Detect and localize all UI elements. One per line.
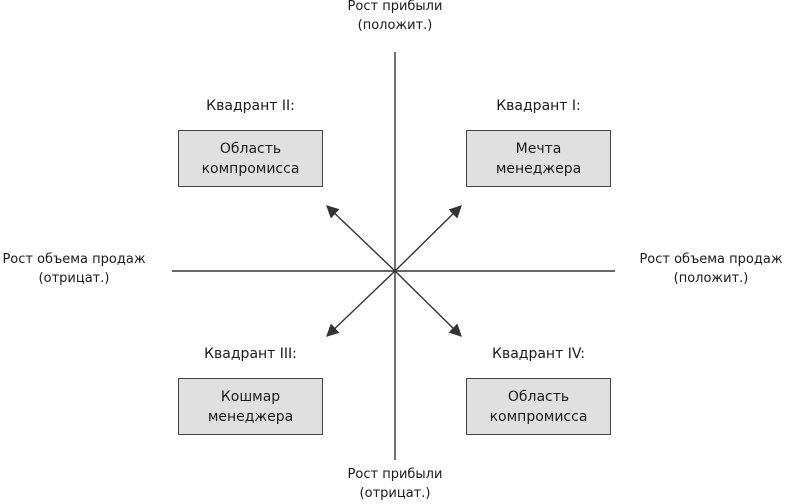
quadrant-4-title: Квадрант IV: xyxy=(492,346,585,362)
quadrant-2-title: Квадрант II: xyxy=(206,98,295,114)
quadrant-1-title: Квадрант I: xyxy=(496,98,581,114)
quadrant-4-box: Область компромисса xyxy=(466,378,611,435)
quadrant-3-title: Квадрант III: xyxy=(204,346,297,362)
arrow-q2 xyxy=(326,205,396,272)
arrow-q4 xyxy=(394,270,462,337)
arrow-q3 xyxy=(326,270,396,337)
arrow-q1 xyxy=(394,205,462,272)
axis-label-top: Рост прибыли (положит.) xyxy=(347,0,443,33)
quadrant-3-box: Кошмар менеджера xyxy=(178,378,323,435)
axis-label-right: Рост объема продаж (положит.) xyxy=(639,252,783,286)
axis-label-bottom: Рост прибыли (отрицат.) xyxy=(347,467,443,501)
axis-label-left: Рост объема продаж (отрицат.) xyxy=(2,252,146,286)
quadrant-1-box: Мечта менеджера xyxy=(466,130,611,187)
quadrant-2-box: Область компромисса xyxy=(178,130,323,187)
